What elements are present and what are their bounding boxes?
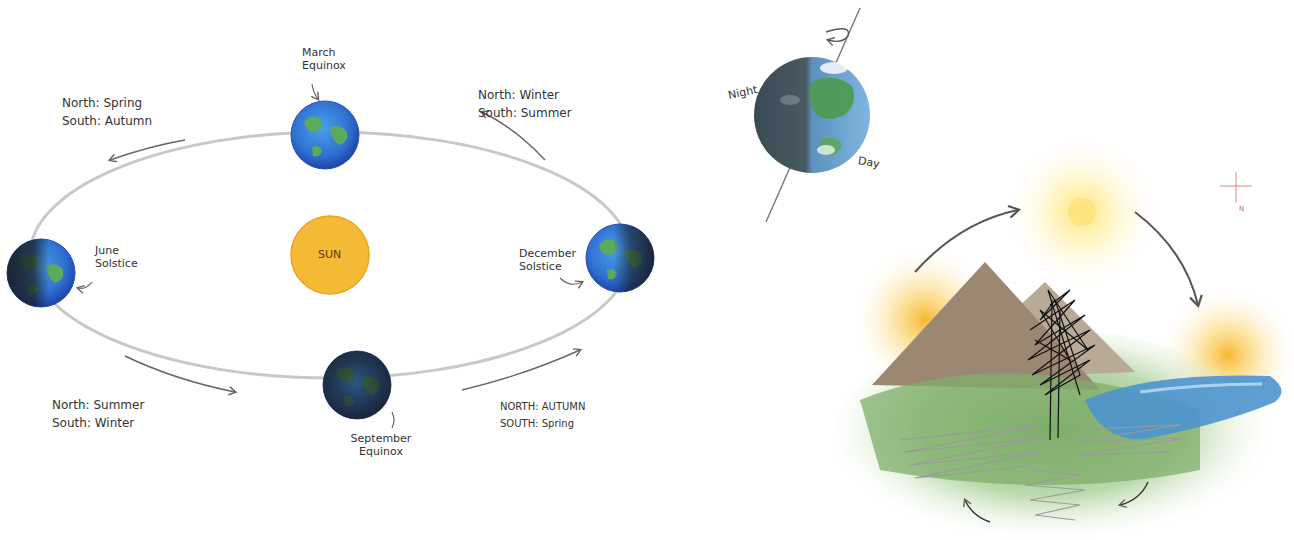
night-shade (291, 101, 359, 169)
night-shade (323, 351, 391, 419)
orbit-arrow (462, 350, 580, 390)
cloud (780, 95, 800, 105)
compass-letter: N (1239, 205, 1244, 213)
season-label: South: Autumn (62, 114, 152, 128)
earth-node: June Solstice (6, 238, 76, 308)
water (1140, 384, 1262, 392)
earth-node: December Solstice (585, 223, 655, 293)
leader-arrow (312, 84, 318, 99)
earth-globe (322, 350, 392, 420)
leader-arrow (392, 412, 394, 428)
position-label: March Equinox (302, 46, 364, 72)
season-label: North: Winter (478, 88, 559, 102)
orbit-arrow (110, 140, 185, 160)
season-label: South: Summer (478, 106, 572, 120)
position-label: June Solstice (95, 244, 151, 270)
orbit-arrow (125, 356, 235, 392)
night-shade (7, 239, 75, 307)
ocean (7, 239, 75, 307)
earth-node: March Equinox (290, 100, 360, 170)
season-label: South: Winter (52, 416, 134, 430)
earth-globe (6, 238, 76, 308)
land (810, 78, 854, 119)
compass (1220, 172, 1252, 203)
water (1085, 376, 1281, 441)
rotation-arrow (826, 29, 849, 42)
earth-globe (585, 223, 655, 293)
ocean (586, 224, 654, 292)
side-label: Day (857, 154, 881, 171)
side-label: Night (727, 83, 759, 102)
shadow-scribble (900, 425, 1185, 520)
sun-disc (1068, 198, 1096, 226)
season-label: North: Spring (62, 96, 142, 110)
earth-globe (754, 57, 870, 173)
cycle-arrow (1120, 482, 1148, 505)
night-shade (586, 224, 654, 292)
cloud (817, 145, 835, 155)
sun-circle: SUN (290, 215, 370, 295)
sun-disc (291, 216, 369, 294)
ocean (323, 351, 391, 419)
cycle-arrow (965, 500, 990, 522)
leader-arrow (560, 278, 582, 284)
position-label: September Equinox (336, 432, 426, 458)
season-label: North: Summer (52, 398, 144, 412)
position-label: December Solstice (519, 247, 583, 273)
tree (1028, 290, 1095, 440)
leader-arrow (78, 282, 92, 288)
season-label: NORTH: AUTUMN (500, 401, 585, 413)
sun-path-arrow (915, 210, 1018, 272)
sun-label: SUN (318, 248, 341, 261)
cloud (820, 62, 848, 74)
sun-path-arrow (1135, 212, 1198, 305)
sun-glow (1010, 140, 1154, 284)
season-label: SOUTH: Spring (500, 418, 574, 430)
ocean (291, 101, 359, 169)
earth-node: September Equinox (322, 350, 392, 420)
earth-globe (290, 100, 360, 170)
